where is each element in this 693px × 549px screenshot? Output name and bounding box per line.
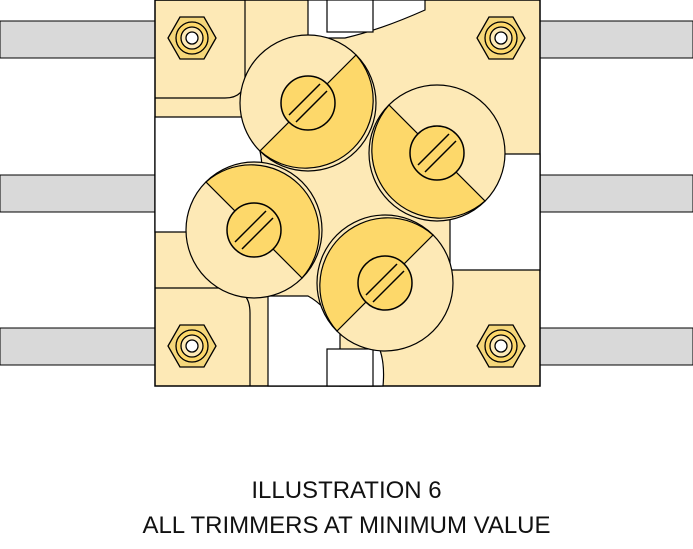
contact-top bbox=[326, 0, 374, 33]
trimmer-top-left bbox=[239, 34, 377, 172]
contact-bottom bbox=[326, 348, 374, 387]
illustration-number: ILLUSTRATION 6 bbox=[251, 477, 442, 504]
pin-left-middle bbox=[0, 174, 156, 213]
screw-head-bottom-left bbox=[226, 202, 282, 258]
nut-bottom-right bbox=[476, 324, 526, 368]
screw-head-bottom-right bbox=[357, 255, 413, 311]
pin-right-bottom bbox=[539, 327, 693, 366]
nut-top-right bbox=[476, 16, 526, 60]
trimmer-bottom-left bbox=[185, 161, 323, 299]
pin-left-bottom bbox=[0, 327, 156, 366]
nut-top-left bbox=[167, 16, 217, 60]
pin-right-top bbox=[539, 20, 693, 59]
pin-right-middle bbox=[539, 174, 693, 213]
screw-head-top-right bbox=[409, 125, 465, 181]
screw-head-top-left bbox=[280, 75, 336, 131]
pin-left-top bbox=[0, 20, 156, 59]
illustration-caption: ALL TRIMMERS AT MINIMUM VALUE bbox=[142, 512, 551, 539]
trimmer-top-right bbox=[368, 84, 506, 222]
trimmer-bottom-right bbox=[316, 214, 454, 352]
nut-bottom-left bbox=[167, 324, 217, 368]
pins bbox=[0, 20, 693, 366]
